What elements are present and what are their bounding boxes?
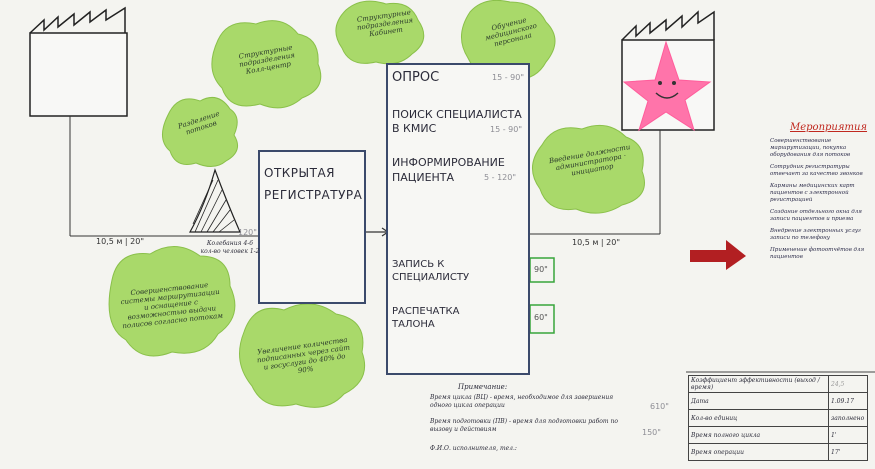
inform-time: 5 - 120" <box>484 173 517 182</box>
registratura-top-time: 120" <box>238 228 257 237</box>
improvement-arrow-icon <box>690 240 746 270</box>
poisk-label: ПОИСК СПЕЦИАЛИСТА В КМИС <box>392 108 522 135</box>
inform-label: ИНФОРМИРОВАНИЕ ПАЦИЕНТА <box>392 156 505 184</box>
table-row: Коэффициент эффективности (выход / время… <box>688 375 868 393</box>
opros-time: 15 - 90" <box>492 73 525 82</box>
summary-table: Коэффициент эффективности (выход / время… <box>688 375 868 461</box>
legend-line1: Время цикла (ВЦ) - время, необходимое дл… <box>430 394 614 409</box>
registratura-label: ОТКРЫТАЯ РЕГИСТРАТУРА <box>264 166 363 202</box>
legend-val1: 610" <box>650 402 669 411</box>
table-row: Время полного цикла 1' <box>688 426 868 444</box>
poisk-time: 15 - 90" <box>490 125 523 134</box>
right-arrow-time: 10,5 м | 20" <box>572 238 621 247</box>
opros-label: ОПРОС <box>392 70 440 85</box>
star-sticky-icon <box>622 40 712 132</box>
right-panel-title: Мероприятия <box>790 122 868 133</box>
right-panel-list: Совершенствование маршрутизации, покупка… <box>770 138 874 266</box>
raspechatka-time: 60" <box>534 313 548 322</box>
right-item: Создание отдельного окна для записи паци… <box>770 209 862 222</box>
legend-val2: 150" <box>642 428 661 437</box>
right-item: Сотрудник регистратуры отвечает за качес… <box>770 164 863 177</box>
right-item: Применение фотоотчётов для пациентов <box>770 247 865 260</box>
left-arrow-time: 10,5 м | 20" <box>96 237 145 246</box>
process-flow-box <box>386 63 530 375</box>
registratura-box <box>258 150 366 304</box>
right-item: Внедрение электронных услуг записи по те… <box>770 228 861 241</box>
table-row: Дата 1.09.17 <box>688 392 868 410</box>
legend-line2: Время подготовки (ПВ) - время для подгот… <box>430 418 618 433</box>
right-item: Совершенствование маршрутизации, покупка… <box>770 138 851 158</box>
raspechatka-label: РАСПЕЧАТКА ТАЛОНА <box>392 306 460 330</box>
zapis-time: 90" <box>534 265 548 274</box>
legend-title: Примечание: <box>458 383 508 391</box>
queue-note: Колебания 4-6 кол-во человек 1-2 <box>200 240 260 255</box>
zapis-label: ЗАПИСЬ К СПЕЦИАЛИСТУ <box>392 259 470 283</box>
table-row: Время операции 17' <box>688 443 868 461</box>
supplier-factory-icon <box>29 6 128 117</box>
table-row: Кол-во единиц заполнено <box>688 409 868 427</box>
legend-line3: Ф.И.О. исполнителя, тел.: <box>430 445 517 452</box>
right-item: Карманы медицинских карт пациентов с эле… <box>770 183 855 203</box>
